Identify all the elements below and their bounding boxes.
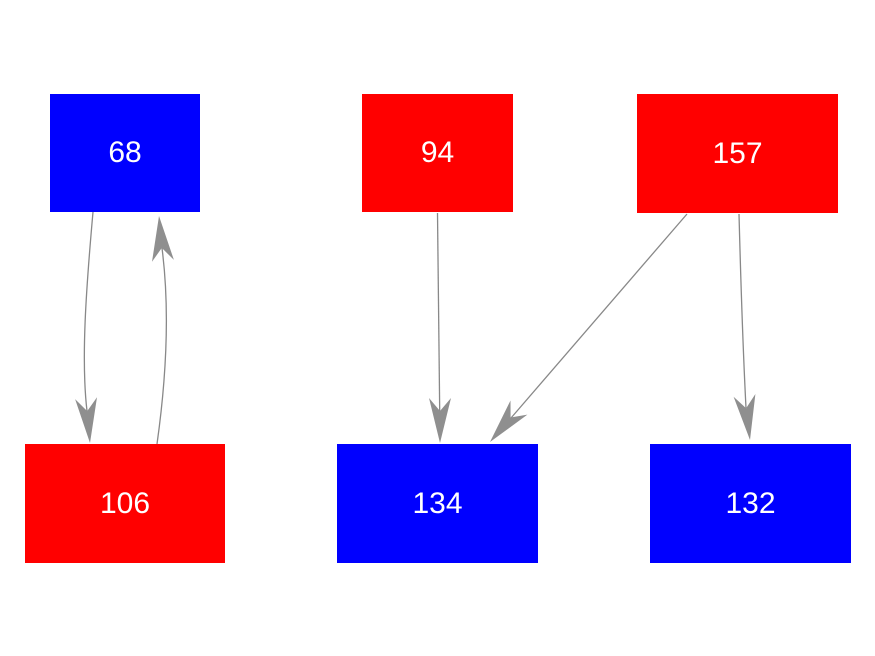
node-157[interactable]: 157 <box>637 94 838 213</box>
arrowhead-icon <box>75 397 97 443</box>
arrowhead-icon <box>152 216 174 262</box>
node-label: 132 <box>725 486 776 520</box>
node-label: 157 <box>712 136 763 170</box>
node-134[interactable]: 134 <box>337 444 538 563</box>
node-label: 106 <box>99 486 151 520</box>
arrowhead-icon <box>733 394 756 440</box>
node-label: 134 <box>412 486 463 520</box>
edge-line-106-68 <box>156 247 167 445</box>
arrowhead-icon <box>429 398 451 443</box>
node-94[interactable]: 94 <box>362 94 513 212</box>
arrowhead-icon <box>490 400 528 442</box>
node-label: 68 <box>108 136 142 169</box>
edge-line-157-134 <box>510 213 688 419</box>
edge-line-94-134 <box>436 212 441 412</box>
node-68[interactable]: 68 <box>50 94 200 212</box>
edge-line-157-132 <box>738 213 747 409</box>
node-132[interactable]: 132 <box>650 444 851 563</box>
node-label: 94 <box>420 136 455 169</box>
node-106[interactable]: 106 <box>25 444 225 563</box>
edge-line-68-106 <box>83 211 94 412</box>
